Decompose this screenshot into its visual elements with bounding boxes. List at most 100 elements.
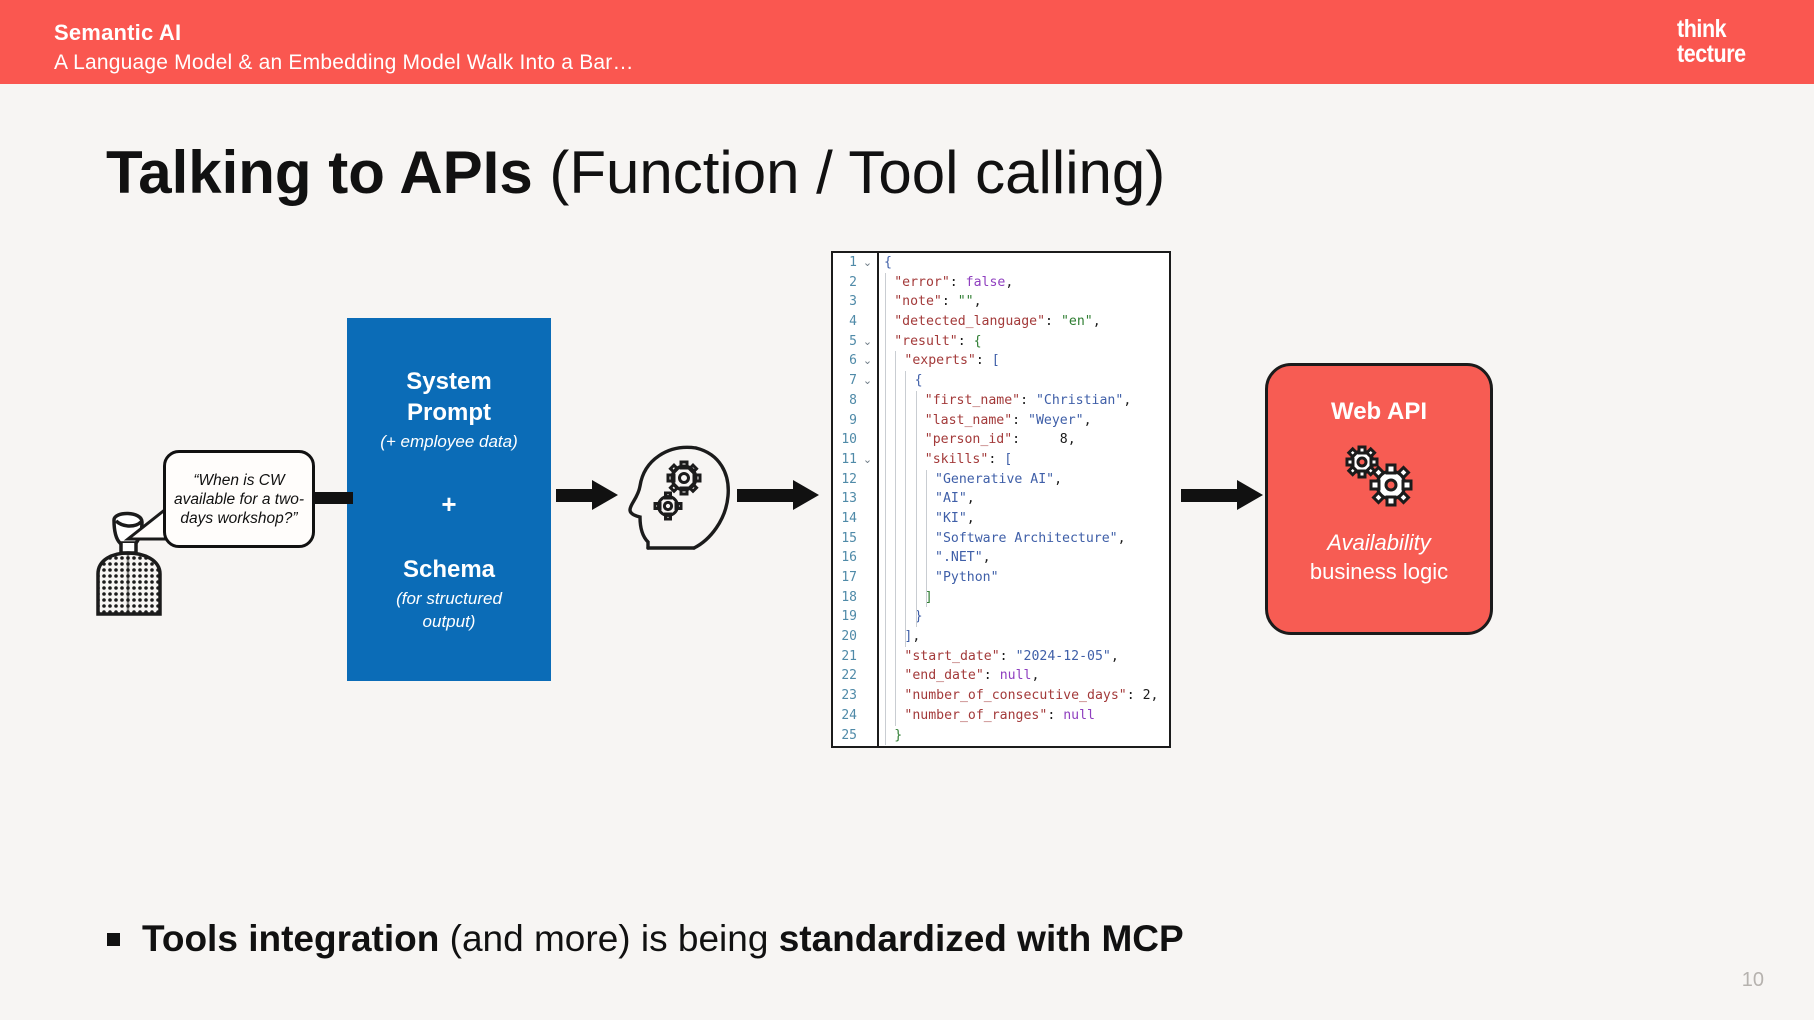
indent-guide — [905, 489, 907, 509]
chevron-down-icon[interactable]: ⌄ — [862, 452, 873, 466]
schema-subtext-line2: output) — [422, 612, 476, 631]
gutter-divider — [877, 253, 879, 746]
schema-subtext-line1: (for structured — [396, 589, 502, 608]
code-line-text: "error": false, — [886, 273, 1013, 293]
indent-guide — [895, 627, 897, 647]
code-token: { — [973, 333, 982, 349]
json-code-lines: 1⌄{2"error": false,3"note": "",4"detecte… — [833, 253, 1169, 746]
code-token: , — [1150, 688, 1159, 704]
code-token: , — [982, 550, 991, 566]
code-token: : — [975, 353, 992, 369]
code-line: 24"number_of_ranges": null — [833, 705, 1169, 726]
arrow-response-to-webapi — [1181, 480, 1263, 510]
line-number: 25 — [841, 727, 857, 743]
code-token: "error" — [894, 274, 950, 290]
indent-guide — [925, 548, 927, 568]
code-token: [ — [991, 353, 1000, 369]
code-token: { — [914, 373, 923, 389]
indent-guide — [905, 449, 907, 470]
code-line: 23"number_of_consecutive_days": 2, — [833, 686, 1169, 706]
code-line-text: "person_id": 8, — [917, 430, 1076, 450]
indent-guide — [915, 390, 917, 411]
system-prompt-subtext: (+ employee data) — [380, 432, 518, 451]
code-token: , — [973, 294, 982, 310]
code-token: "skills" — [924, 451, 989, 467]
indent-guide — [895, 548, 897, 568]
bullet-text: Tools integration (and more) is being st… — [142, 916, 1184, 962]
indent-guide — [885, 646, 886, 667]
web-api-box: Web API — [1265, 363, 1493, 635]
chevron-down-icon[interactable]: ⌄ — [862, 374, 873, 388]
line-number: 16 — [841, 550, 857, 566]
code-token: , — [1005, 274, 1014, 290]
code-token: "last_name" — [924, 412, 1013, 428]
code-token: : — [983, 668, 1000, 684]
arrow-model-to-response — [737, 480, 819, 510]
json-code-block[interactable]: 1⌄{2"error": false,3"note": "",4"detecte… — [831, 251, 1171, 748]
code-token: "start_date" — [904, 648, 1000, 664]
code-line: 2"error": false, — [833, 272, 1169, 293]
indent-guide — [905, 607, 907, 628]
speech-bubble: “When is CW available for a two-days wor… — [163, 450, 315, 548]
line-number: 18 — [841, 589, 857, 605]
head-gears-icon — [624, 440, 736, 550]
line-number: 4 — [849, 314, 857, 330]
code-token: : — [1012, 412, 1029, 428]
indent-guide — [905, 410, 907, 431]
code-token: "note" — [894, 294, 942, 310]
bullet-seg-1: Tools integration — [142, 918, 440, 959]
indent-guide — [885, 666, 886, 687]
code-line: 21"start_date": "2024-12-05", — [833, 646, 1169, 667]
code-line-text: "result": { — [886, 332, 981, 352]
indent-guide — [885, 371, 886, 391]
indent-guide — [885, 331, 886, 352]
code-line: 5⌄"result": { — [833, 331, 1169, 352]
code-line: 1⌄{ — [833, 253, 1169, 273]
page-title: Talking to APIs (Function / Tool calling… — [106, 138, 1165, 208]
indent-guide — [895, 666, 897, 687]
chevron-down-icon[interactable]: ⌄ — [862, 334, 873, 348]
indent-guide — [895, 587, 897, 608]
code-token: } — [914, 609, 923, 625]
code-line-text: "note": "", — [886, 292, 981, 312]
code-token: , — [1110, 648, 1119, 664]
line-number: 20 — [841, 629, 857, 645]
code-line: 10"person_id": 8, — [833, 430, 1169, 450]
indent-guide — [915, 508, 917, 529]
indent-guide — [885, 430, 886, 450]
indent-guide — [895, 528, 897, 549]
chevron-down-icon[interactable]: ⌄ — [862, 256, 873, 269]
code-line-text: ] — [917, 588, 933, 608]
code-token: "Generative AI" — [935, 471, 1055, 487]
system-prompt-heading-line2: Prompt — [407, 399, 491, 426]
code-token: 8 — [1059, 432, 1068, 448]
line-number: 24 — [841, 707, 857, 723]
code-token: false — [965, 274, 1006, 290]
bullet-seg-2: (and more) is being — [439, 918, 779, 959]
chevron-down-icon[interactable]: ⌄ — [862, 354, 873, 368]
code-line-text: "Software Architecture", — [927, 529, 1126, 549]
code-token: ] — [924, 589, 933, 605]
code-line-text: { — [907, 371, 923, 391]
bullet-item: Tools integration (and more) is being st… — [107, 916, 1184, 962]
code-line: 4"detected_language": "en", — [833, 312, 1169, 332]
code-line-text: "Python" — [927, 568, 999, 588]
indent-guide — [895, 390, 897, 411]
code-token: ] — [904, 629, 913, 645]
code-token: "2024-12-05" — [1015, 648, 1111, 664]
code-line: 18] — [833, 587, 1169, 608]
indent-guide — [885, 548, 886, 568]
code-line: 19} — [833, 607, 1169, 628]
header-subtitle: A Language Model & an Embedding Model Wa… — [54, 51, 634, 74]
code-line: 17"Python" — [833, 568, 1169, 588]
code-line-text: "last_name": "Weyer", — [917, 411, 1092, 431]
indent-guide — [885, 587, 886, 608]
code-line: 8"first_name": "Christian", — [833, 390, 1169, 411]
code-line-text: "KI", — [927, 509, 975, 529]
indent-guide — [925, 489, 927, 509]
code-line-text: "first_name": "Christian", — [917, 391, 1131, 411]
indent-guide — [905, 568, 907, 588]
indent-guide — [895, 449, 897, 470]
indent-guide — [895, 489, 897, 509]
indent-guide — [915, 568, 917, 588]
